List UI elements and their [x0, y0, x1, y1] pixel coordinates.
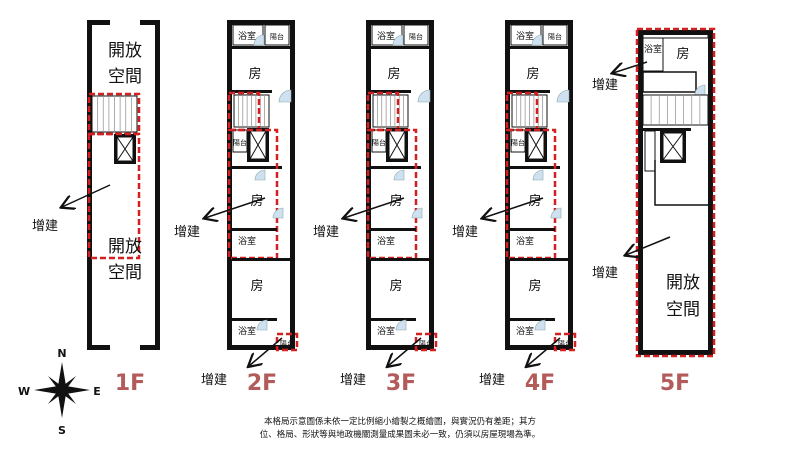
room-label: 房 — [387, 66, 400, 82]
arrow-icon — [249, 337, 283, 366]
extension-label: 增建 — [592, 266, 618, 281]
balcony-label: 陽台 — [548, 32, 562, 41]
arrow-icon — [483, 197, 544, 218]
bathroom-label: 浴室 — [377, 235, 395, 247]
arrow-icon — [388, 337, 422, 366]
arrow-icon — [62, 184, 111, 207]
room-label: 房 — [676, 46, 689, 62]
open-space-label: 空間 — [666, 300, 700, 320]
room-label: 房 — [248, 66, 261, 82]
bathroom-label: 浴室 — [238, 235, 256, 247]
open-space-label: 開放 — [108, 237, 142, 257]
floor-label-1F: 1F — [115, 371, 145, 396]
compass-icon: N S E W — [18, 347, 101, 437]
room-label: 房 — [528, 278, 541, 294]
balcony-label: 陽台 — [280, 339, 294, 348]
arrow-icon — [626, 236, 671, 255]
extension-label: 增建 — [592, 78, 618, 93]
floor-label-2F: 2F — [247, 371, 277, 396]
disclaimer-line-2: 位、格局、形狀等與地政機關測量成果圖未必一致，仍須以房屋現場為準。 — [260, 429, 541, 440]
arrow-icon — [613, 61, 648, 73]
open-space-label: 開放 — [108, 41, 142, 61]
open-space-label: 空間 — [108, 263, 142, 283]
balcony-label: 陽台 — [233, 138, 247, 147]
arrow-icon — [205, 197, 266, 218]
compass-s: S — [58, 424, 66, 437]
extension-label: 增建 — [32, 219, 58, 234]
floor-label-4F: 4F — [525, 371, 555, 396]
floor-label-3F: 3F — [386, 371, 416, 396]
room-label: 房 — [526, 66, 539, 82]
plan-4F: 浴室陽台房陽台房浴室房浴室陽台增建增建 — [452, 20, 577, 388]
bathroom-label: 浴室 — [516, 235, 534, 247]
arrow-icon — [527, 337, 561, 366]
disclaimer-line-1: 本格局示意圖係未依一定比例縮小繪製之概繪圖，與實況仍有差距；其方 — [264, 416, 536, 427]
bathroom-label: 浴室 — [377, 325, 395, 337]
balcony-label: 陽台 — [270, 32, 284, 41]
open-space-label: 開放 — [666, 273, 700, 293]
balcony-label: 陽台 — [558, 339, 572, 348]
compass-n: N — [57, 347, 66, 360]
bathroom-label: 浴室 — [238, 30, 256, 42]
balcony-label: 陽台 — [419, 339, 433, 348]
room-label: 房 — [250, 278, 263, 294]
bathroom-label: 浴室 — [377, 30, 395, 42]
extension-label: 增建 — [201, 373, 227, 388]
balcony-label: 陽台 — [409, 32, 423, 41]
balcony-label: 陽台 — [511, 138, 525, 147]
compass-e: E — [93, 385, 101, 398]
bathroom-label: 浴室 — [516, 30, 534, 42]
arrow-icon — [344, 197, 405, 218]
floor-label-5F: 5F — [660, 371, 690, 396]
extension-label: 增建 — [174, 225, 200, 240]
plan-2F: 浴室陽台房陽台房浴室房浴室陽台增建增建 — [174, 20, 299, 388]
bathroom-label: 浴室 — [516, 325, 534, 337]
extension-label: 增建 — [452, 225, 478, 240]
extension-label: 增建 — [479, 373, 505, 388]
bathroom-label: 浴室 — [238, 325, 256, 337]
room-label: 房 — [389, 278, 402, 294]
open-space-label: 空間 — [108, 67, 142, 87]
extension-label: 增建 — [340, 373, 366, 388]
extension-label: 增建 — [313, 225, 339, 240]
balcony-label: 陽台 — [372, 138, 386, 147]
plan-3F: 浴室陽台房陽台房浴室房浴室陽台增建增建 — [313, 20, 438, 388]
bathroom-label: 浴室 — [644, 43, 662, 55]
plan-5F: 浴室房開放空間增建增建 — [592, 27, 716, 358]
compass-w: W — [18, 385, 30, 398]
